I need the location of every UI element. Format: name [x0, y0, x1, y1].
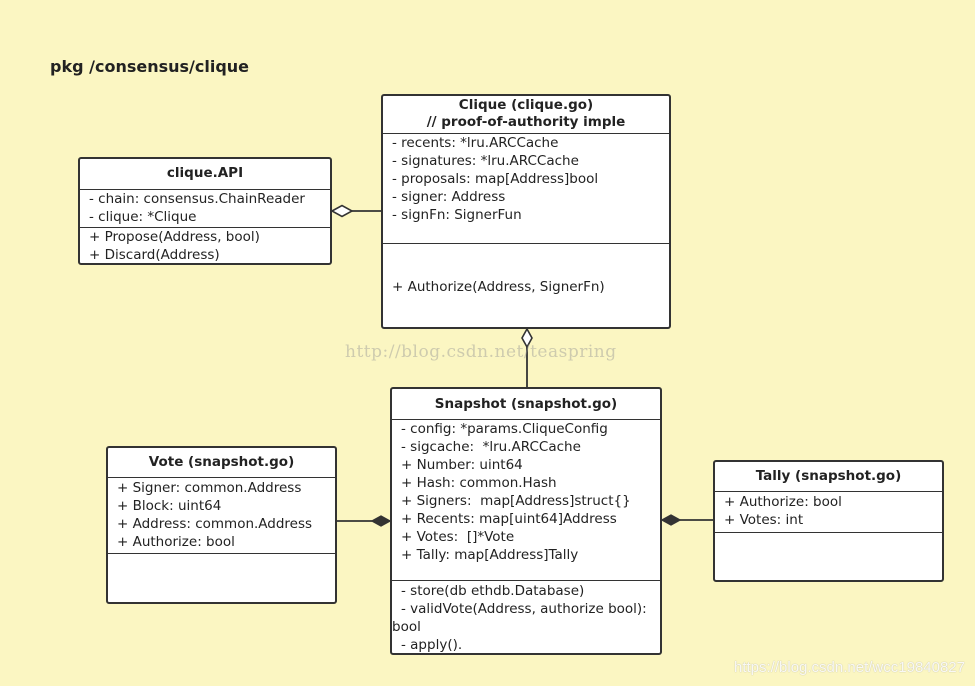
tally-composition-diamond: [660, 514, 682, 526]
class-clique-api-attributes: - chain: consensus.ChainReader - clique:…: [80, 190, 330, 228]
class-tally[interactable]: Tally (snapshot.go) + Authorize: bool + …: [713, 460, 944, 582]
attribute: + Recents: map[uint64]Address: [401, 511, 617, 527]
attribute: + Signer: common.Address: [117, 480, 302, 496]
attribute: - signer: Address: [392, 189, 506, 205]
attribute: + Number: uint64: [401, 457, 523, 473]
attribute: + Votes: int: [724, 512, 804, 528]
class-vote-title: Vote (snapshot.go): [148, 454, 295, 470]
attribute: + Address: common.Address: [117, 516, 313, 532]
attribute: + Tally: map[Address]Tally: [401, 547, 579, 563]
class-snapshot-attributes: - config: *params.CliqueConfig - sigcach…: [392, 420, 660, 581]
class-clique-api-header: clique.API: [80, 159, 330, 190]
method: + Propose(Address, bool): [89, 229, 260, 245]
attribute: + Votes: []*Vote: [401, 529, 515, 545]
class-clique-attributes: - recents: *lru.ARCCache - signatures: *…: [383, 134, 669, 244]
class-clique-subtitle: // proof-of-authority imple: [426, 114, 626, 130]
method: - validVote(Address, authorize bool):: [401, 601, 647, 617]
attribute: - signatures: *lru.ARCCache: [392, 153, 579, 169]
class-snapshot-header: Snapshot (snapshot.go): [392, 389, 660, 420]
class-snapshot[interactable]: Snapshot (snapshot.go) - config: *params…: [390, 387, 662, 655]
class-vote[interactable]: Vote (snapshot.go) + Signer: common.Addr…: [106, 446, 337, 604]
class-clique-methods: + Authorize(Address, SignerFn): [383, 244, 669, 296]
vote-composition-diamond: [370, 515, 392, 527]
class-snapshot-methods: - store(db ethdb.Database) - validVote(A…: [392, 581, 660, 654]
api-aggregation-diamond: [330, 204, 354, 218]
attribute: + Signers: map[Address]struct{}: [401, 493, 631, 509]
class-clique-api-title: clique.API: [166, 165, 244, 181]
attribute: - chain: consensus.ChainReader: [89, 191, 305, 207]
attribute: + Authorize: bool: [724, 494, 842, 510]
class-clique-api-methods: + Propose(Address, bool) + Discard(Addre…: [80, 228, 330, 264]
class-clique-api[interactable]: clique.API - chain: consensus.ChainReade…: [78, 157, 332, 265]
class-tally-attributes: + Authorize: bool + Votes: int: [715, 492, 942, 533]
footer-watermark: https://blog.csdn.net/wcc19840827: [734, 659, 965, 676]
method: bool: [392, 619, 421, 635]
method: + Discard(Address): [89, 247, 220, 263]
attribute: - clique: *Clique: [89, 209, 197, 225]
class-clique-header: Clique (clique.go) // proof-of-authority…: [383, 96, 669, 134]
attribute: - config: *params.CliqueConfig: [401, 421, 608, 437]
blog-watermark: http://blog.csdn.net/teaspring: [345, 342, 617, 362]
class-tally-title: Tally (snapshot.go): [755, 468, 902, 484]
method: + Authorize(Address, SignerFn): [392, 279, 605, 295]
method: - apply().: [401, 637, 463, 653]
clique-aggregation-diamond: [521, 327, 533, 349]
class-clique[interactable]: Clique (clique.go) // proof-of-authority…: [381, 94, 671, 329]
class-clique-title: Clique (clique.go): [458, 97, 594, 113]
attribute: + Authorize: bool: [117, 534, 235, 550]
class-snapshot-title: Snapshot (snapshot.go): [434, 396, 618, 412]
class-vote-attributes: + Signer: common.Address + Block: uint64…: [108, 478, 335, 554]
attribute: - sigcache: *lru.ARCCache: [401, 439, 581, 455]
class-vote-header: Vote (snapshot.go): [108, 448, 335, 478]
attribute: - recents: *lru.ARCCache: [392, 135, 559, 151]
attribute: + Hash: common.Hash: [401, 475, 557, 491]
class-tally-header: Tally (snapshot.go): [715, 462, 942, 492]
method: - store(db ethdb.Database): [401, 583, 585, 599]
attribute: + Block: uint64: [117, 498, 222, 514]
attribute: - signFn: SignerFun: [392, 207, 522, 223]
package-title: pkg /consensus/clique: [50, 57, 250, 76]
attribute: - proposals: map[Address]bool: [392, 171, 599, 187]
